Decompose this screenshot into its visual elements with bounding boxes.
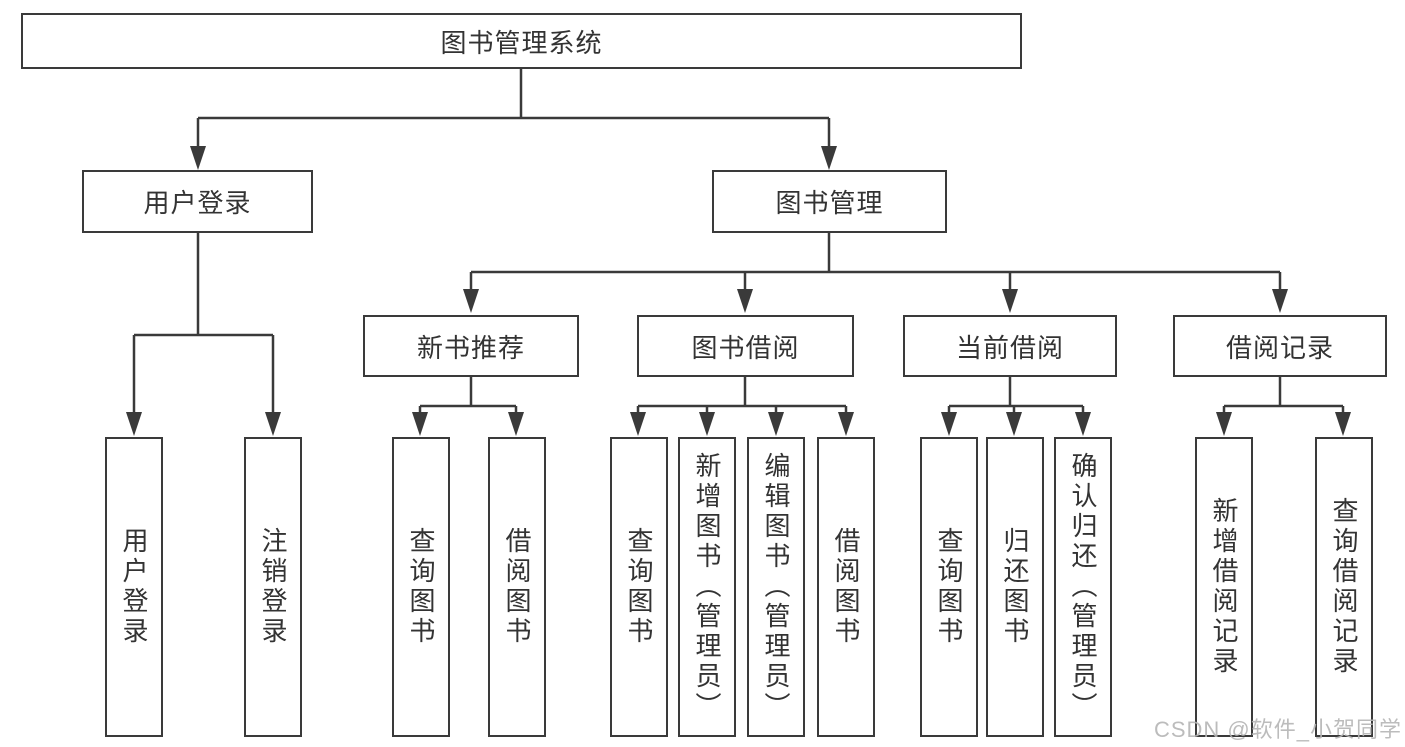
node-label: 归还图书 — [1000, 527, 1030, 647]
node-label: 用户登录 — [119, 527, 149, 647]
node-label: 当前借阅 — [955, 332, 1064, 363]
node-label: 新书推荐 — [416, 332, 525, 363]
node-label: 图书借阅 — [691, 332, 800, 363]
node-label: 新增借阅记录 — [1209, 497, 1239, 677]
leaf-borrow-books-recommend: 借阅图书 — [488, 437, 546, 737]
node-label: 图书管理 — [775, 188, 884, 218]
leaf-query-books-borrow: 查询图书 — [610, 437, 668, 737]
node-label: 借阅图书 — [831, 527, 861, 647]
leaf-add-borrow-record: 新增借阅记录 — [1195, 437, 1253, 737]
leaf-edit-books-admin: 编辑图书（管理员） — [747, 437, 805, 737]
node-label: 查询借阅记录 — [1329, 497, 1359, 677]
node-label: 确认归还（管理员） — [1068, 452, 1098, 722]
leaf-logout: 注销登录 — [244, 437, 302, 737]
csdn-watermark: CSDN @软件_小贺同学 — [1153, 717, 1402, 742]
node-label: 借阅图书 — [502, 527, 532, 647]
leaf-borrow-books: 借阅图书 — [817, 437, 875, 737]
node-book-management-group: 图书管理 — [712, 170, 947, 233]
node-borrow-record: 借阅记录 — [1173, 315, 1387, 377]
node-label: 编辑图书（管理员） — [761, 452, 791, 722]
leaf-query-books-recommend: 查询图书 — [392, 437, 450, 737]
leaf-user-login: 用户登录 — [105, 437, 163, 737]
node-book-borrow: 图书借阅 — [637, 315, 854, 377]
node-label: 注销登录 — [258, 527, 288, 647]
leaf-query-borrow-record: 查询借阅记录 — [1315, 437, 1373, 737]
node-label: 查询图书 — [406, 527, 436, 647]
leaf-add-books-admin: 新增图书（管理员） — [678, 437, 736, 737]
node-library-management-system: 图书管理系统 — [21, 13, 1022, 69]
node-label: 新增图书（管理员） — [692, 452, 722, 722]
node-label: 借阅记录 — [1225, 332, 1334, 363]
leaf-confirm-return-admin: 确认归还（管理员） — [1054, 437, 1112, 737]
leaf-return-books: 归还图书 — [986, 437, 1044, 737]
node-label: 图书管理系统 — [440, 27, 603, 58]
node-new-book-recommend: 新书推荐 — [363, 315, 579, 377]
leaf-query-books-current: 查询图书 — [920, 437, 978, 737]
node-user-login-group: 用户登录 — [82, 170, 313, 233]
node-label: 用户登录 — [143, 188, 252, 218]
node-label: 查询图书 — [934, 527, 964, 647]
node-label: 查询图书 — [624, 527, 654, 647]
node-current-borrow: 当前借阅 — [903, 315, 1117, 377]
